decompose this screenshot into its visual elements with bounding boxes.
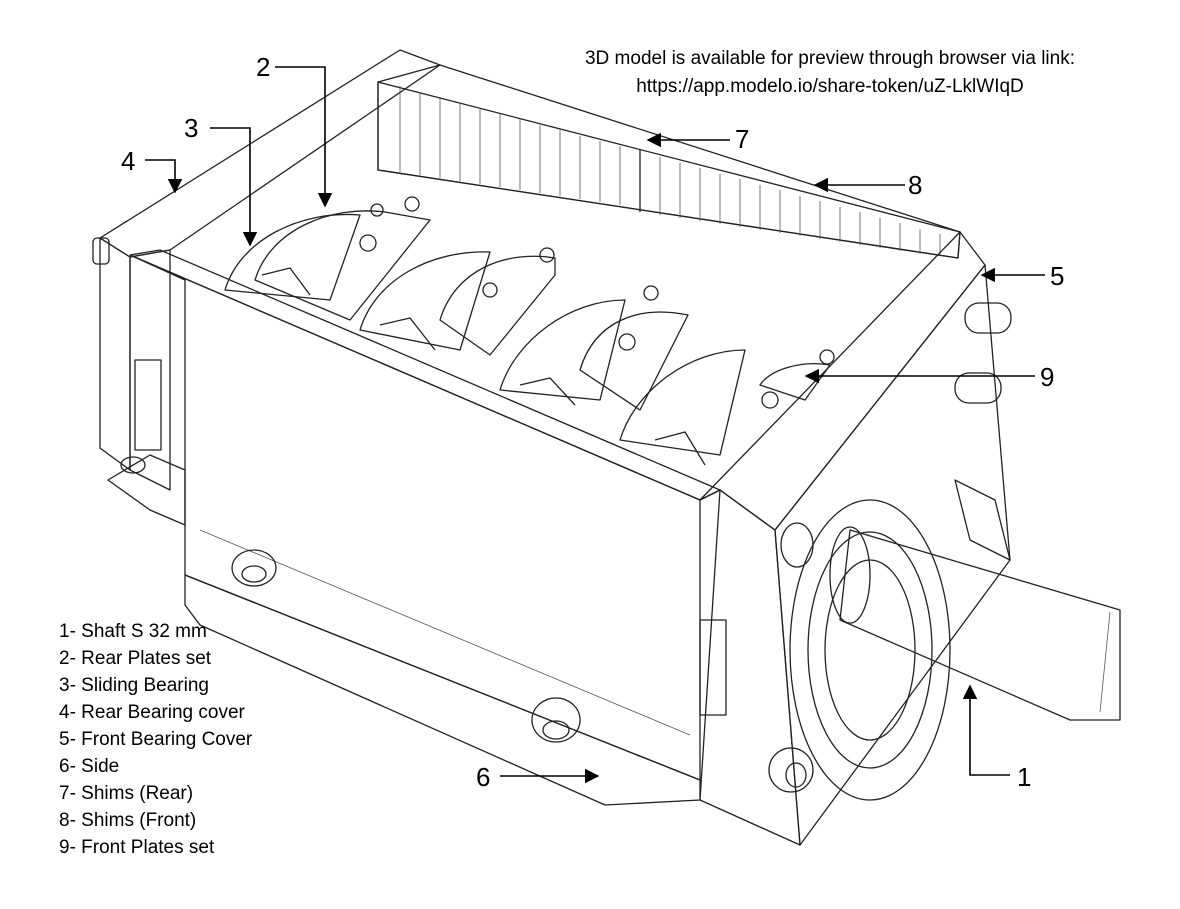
- callout-1: 1: [1017, 762, 1032, 792]
- callout-2: 2: [256, 52, 271, 82]
- model-link-url[interactable]: https://app.modelo.io/share-token/uZ-Lkl…: [636, 76, 1024, 97]
- legend-item: 4- Rear Bearing cover: [59, 702, 245, 723]
- leader-2: [275, 66, 333, 208]
- cutting-plates: [224, 196, 835, 466]
- legend-item: 8- Shims (Front): [59, 810, 197, 831]
- leader-1: [962, 684, 1010, 776]
- callout-3: 3: [184, 113, 199, 143]
- side-wall: [129, 249, 727, 806]
- callout-4: 4: [121, 146, 136, 176]
- legend-item: 2- Rear Plates set: [59, 648, 212, 669]
- shims-stack: [377, 64, 961, 259]
- model-link-note: 3D model is available for preview throug…: [584, 48, 1075, 69]
- legend-item: 7- Shims (Rear): [59, 783, 194, 804]
- callout-5: 5: [1050, 261, 1065, 291]
- callout-8: 8: [908, 170, 923, 200]
- legend-item: 9- Front Plates set: [59, 837, 215, 858]
- shaft: [829, 526, 1121, 721]
- rear-bearing-cover: [92, 49, 441, 526]
- legend-item: 1- Shaft S 32 mm: [59, 621, 207, 642]
- parts-legend: 1- Shaft S 32 mm 2- Rear Plates set 3- S…: [59, 618, 252, 861]
- legend-item: 3- Sliding Bearing: [59, 675, 209, 696]
- callout-6: 6: [476, 762, 491, 792]
- leader-3: [210, 127, 258, 247]
- legend-item: 5- Front Bearing Cover: [59, 729, 253, 750]
- callout-7: 7: [735, 124, 750, 154]
- front-bearing-cover: [699, 231, 1012, 846]
- callout-9: 9: [1040, 362, 1055, 392]
- leader-4: [145, 159, 183, 194]
- legend-item: 6- Side: [59, 756, 120, 777]
- leader-lines: [145, 66, 1045, 784]
